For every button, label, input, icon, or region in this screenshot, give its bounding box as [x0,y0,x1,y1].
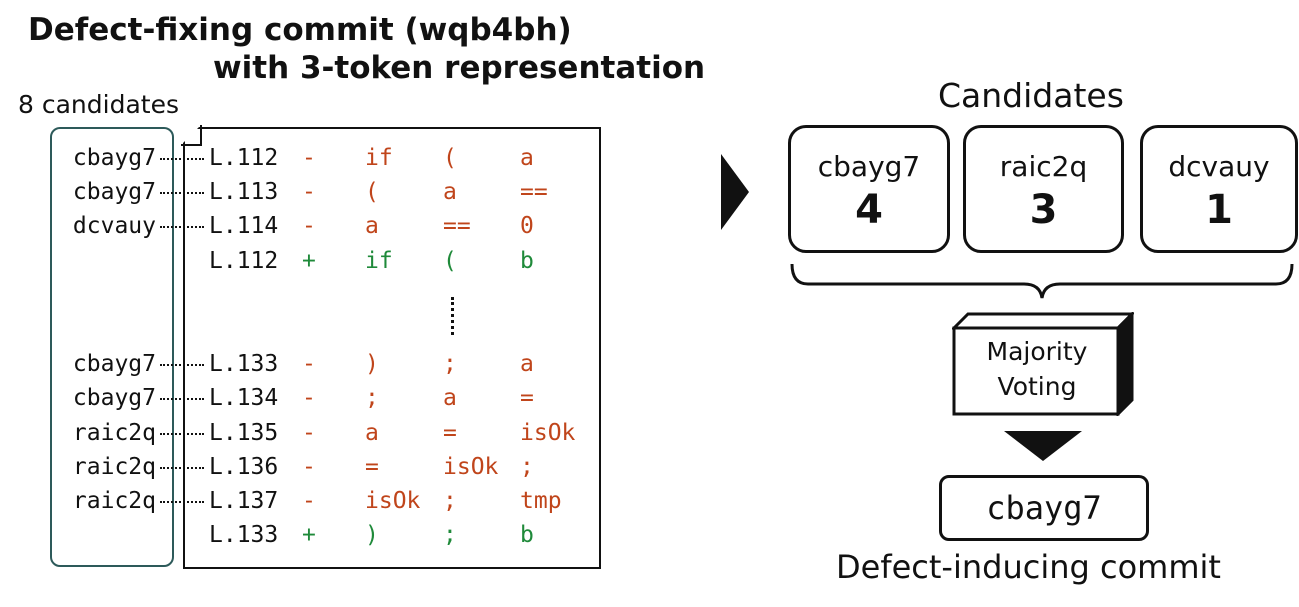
candidate-card-id: raic2q [999,150,1088,183]
candidate-commit-id: dcvauy [72,213,156,239]
candidate-commit-id: cbayg7 [72,179,156,205]
connector-dotted-line [160,398,204,400]
line-number: L.134 [209,385,279,411]
added-sign: + [302,248,316,274]
vertical-ellipsis [451,297,454,335]
diagram-title-line1: Defect-fixing commit (wqb4bh) [28,12,572,48]
diff-token: ) [365,522,379,548]
deleted-sign: - [302,351,316,377]
candidate-card-count: 4 [855,187,883,233]
diff-token: if [365,145,393,171]
voting-label-line1: Majority [986,337,1088,366]
candidate-card-count: 1 [1205,187,1233,233]
candidate-card-id: cbayg7 [817,150,921,183]
deleted-sign: - [302,385,316,411]
line-number: L.133 [209,351,279,377]
diff-token: a [443,179,457,205]
diff-token: ; [520,454,534,480]
candidate-card-count: 3 [1029,187,1058,233]
connector-dotted-line [160,192,204,194]
connector-dotted-line [160,467,204,469]
line-number: L.133 [209,522,279,548]
diff-token: 0 [520,213,534,239]
diff-token: = [520,385,534,411]
diff-token: isOk [443,454,499,480]
candidate-card-raic2q: raic2q 3 [963,125,1124,253]
line-number: L.112 [209,145,279,171]
candidates-count-label: 8 candidates [18,90,179,119]
diff-token: a [365,420,379,446]
candidate-card-id: dcvauy [1168,150,1270,183]
diff-token: if [365,248,393,274]
diff-token: isOk [365,488,421,514]
candidate-column-box [50,127,174,567]
diff-token: ; [443,351,457,377]
connector-dotted-line [160,226,204,228]
result-caption: Defect-inducing commit [836,548,1221,586]
diff-token: = [443,420,457,446]
candidates-heading: Candidates [938,76,1124,115]
candidate-commit-id: raic2q [72,420,156,446]
connector-dotted-line [160,433,204,435]
majority-voting-box [952,312,1134,416]
deleted-sign: - [302,179,316,205]
diff-token: a [443,385,457,411]
deleted-sign: - [302,454,316,480]
diff-token: b [520,248,534,274]
diff-token: ; [443,488,457,514]
diff-token: ; [443,522,457,548]
result-commit-box: cbayg7 [939,475,1149,541]
deleted-sign: - [302,488,316,514]
commit-diff-box [183,127,601,569]
line-number: L.113 [209,179,279,205]
candidate-commit-id: cbayg7 [72,385,156,411]
deleted-sign: - [302,420,316,446]
line-number: L.136 [209,454,279,480]
diff-token: ) [365,351,379,377]
diagram-title-line2: with 3-token representation [213,50,706,86]
arrow-right-icon [721,154,749,230]
diff-token: = [365,454,379,480]
arrow-down-icon [1004,431,1082,461]
connector-dotted-line [160,158,204,160]
diff-token: == [520,179,548,205]
candidate-card-cbayg7: cbayg7 4 [788,125,950,253]
line-number: L.137 [209,488,279,514]
voting-label-line2: Voting [997,372,1077,401]
candidate-card-dcvauy: dcvauy 1 [1140,125,1298,253]
added-sign: + [302,522,316,548]
diff-token: isOk [520,420,576,446]
diff-token: == [443,213,471,239]
diff-token: b [520,522,534,548]
candidate-commit-id: raic2q [72,454,156,480]
candidate-commit-id: cbayg7 [72,145,156,171]
grouping-brace [790,263,1294,299]
line-number: L.112 [209,248,279,274]
diff-token: tmp [520,488,562,514]
diff-token: ( [365,179,379,205]
candidate-commit-id: cbayg7 [72,351,156,377]
deleted-sign: - [302,213,316,239]
diff-token: ; [365,385,379,411]
diff-token: ( [443,145,457,171]
diff-token: a [520,351,534,377]
candidate-commit-id: raic2q [72,488,156,514]
deleted-sign: - [302,145,316,171]
line-number: L.135 [209,420,279,446]
connector-dotted-line [160,501,204,503]
connector-dotted-line [160,364,204,366]
line-number: L.114 [209,213,279,239]
result-commit-id: cbayg7 [986,489,1102,527]
diff-token: a [520,145,534,171]
diff-token: ( [443,248,457,274]
folded-corner-icon [181,125,202,146]
diff-token: a [365,213,379,239]
